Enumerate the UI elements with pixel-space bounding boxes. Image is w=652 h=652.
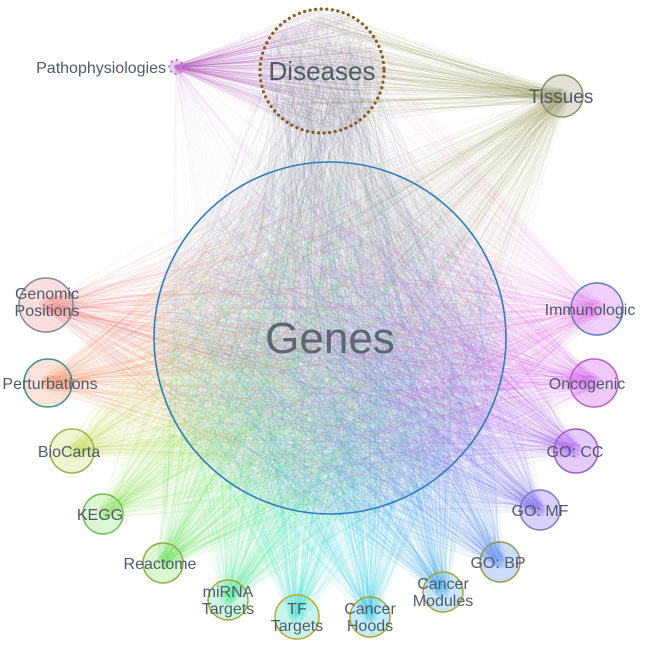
node-diseases[interactable] xyxy=(258,7,386,135)
edge-bundle-tissues-diseases xyxy=(262,10,571,129)
edge-bundle-cancer-modules-genes xyxy=(157,169,503,600)
label-pathophysiologies: Pathophysiologies xyxy=(36,60,166,77)
label-immunologic: Immunologic xyxy=(545,302,636,319)
label-go-bp: GO: BP xyxy=(470,555,525,572)
node-oncogenic[interactable] xyxy=(569,358,619,408)
label-go-cc: GO: CC xyxy=(547,444,604,461)
edge-bundle-pathophysiologies-genes xyxy=(172,64,481,485)
node-genomic-positions[interactable] xyxy=(18,277,74,333)
node-circles xyxy=(18,7,624,640)
edge-bundle-kegg-genes xyxy=(96,164,502,521)
node-go-cc[interactable] xyxy=(553,428,599,474)
label-reactome: Reactome xyxy=(124,556,197,573)
edge-bundle-mirna-targets-genes xyxy=(156,179,504,607)
node-perturbations[interactable] xyxy=(23,358,73,408)
node-biocarta[interactable] xyxy=(49,428,95,474)
node-cancer-hoods[interactable] xyxy=(349,596,391,638)
edge-bundle-go-mf-genes xyxy=(166,175,547,518)
label-tissues: Tissues xyxy=(529,87,594,108)
node-tf-targets[interactable] xyxy=(274,594,320,640)
label-genes: Genes xyxy=(265,314,395,363)
label-perturbations: Perturbations xyxy=(2,376,97,393)
node-go-mf[interactable] xyxy=(519,489,561,531)
node-labels: Genes Diseases PathophysiologiesTissuesGen… xyxy=(2,56,635,635)
node-go-bp[interactable] xyxy=(479,541,521,583)
edge-bundle-perturbations-genes xyxy=(39,163,499,511)
edge-bundle-biocarta-genes xyxy=(64,166,501,508)
edge-bundle-oncogenic-genes xyxy=(159,166,602,513)
edge-bundles xyxy=(37,9,606,625)
node-reactome[interactable] xyxy=(142,542,184,584)
edge-bundle-tissues-genes xyxy=(155,87,571,507)
label-biocarta: BioCarta xyxy=(38,444,100,461)
edge-bundle-cancer-hoods-genes xyxy=(159,167,495,624)
node-pathophysiologies[interactable] xyxy=(168,59,184,75)
label-kegg: KEGG xyxy=(77,507,123,524)
node-genes[interactable] xyxy=(153,161,507,515)
label-diseases: Diseases xyxy=(269,56,376,86)
edge-bundle-pathophysiologies-diseases xyxy=(173,9,384,132)
node-tissues[interactable] xyxy=(540,74,584,118)
node-kegg[interactable] xyxy=(82,493,124,535)
label-go-mf: GO: MF xyxy=(512,503,569,520)
edge-bundle-immunologic-diseases xyxy=(265,13,606,318)
node-immunologic[interactable] xyxy=(570,282,624,336)
label-oncogenic: Oncogenic xyxy=(549,376,626,393)
node-cancer-modules[interactable] xyxy=(422,571,464,613)
edge-bundle-tf-targets-genes xyxy=(154,161,500,625)
edge-bundle-go-cc-genes xyxy=(162,165,584,499)
node-mirna-targets[interactable] xyxy=(207,579,249,621)
